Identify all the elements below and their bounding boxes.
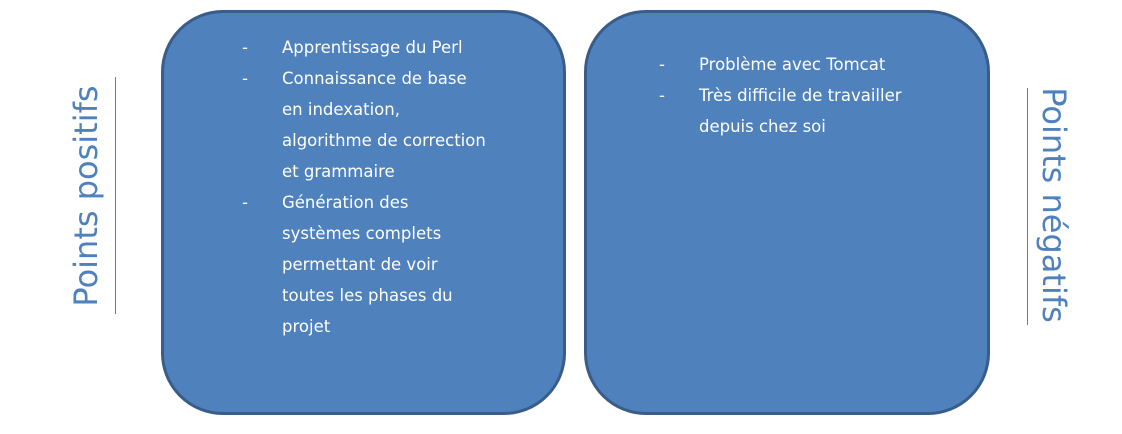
bullet-dash: - (242, 69, 248, 88)
bullet-dash: - (242, 38, 248, 57)
negative-point-text: Problème avec Tomcat (699, 55, 886, 74)
negative-points-list: - Problème avec Tomcat - Très difficile … (659, 49, 949, 142)
positive-point-text: Apprentissage du Perl (282, 38, 463, 57)
negative-points-divider (1027, 88, 1028, 325)
positive-point-text: Connaissance de base en indexation, algo… (282, 69, 486, 181)
positive-points-box: - Apprentissage du Perl - Connaissance d… (161, 10, 566, 415)
bullet-dash: - (659, 55, 665, 74)
negative-point-item: - Très difficile de travailler depuis ch… (659, 80, 949, 142)
positive-point-text: Génération des systèmes complets permett… (282, 193, 453, 336)
positive-points-list: - Apprentissage du Perl - Connaissance d… (242, 32, 492, 342)
negative-points-label: Points négatifs (1035, 87, 1073, 323)
bullet-dash: - (242, 193, 248, 212)
negative-points-box: - Problème avec Tomcat - Très difficile … (584, 10, 990, 415)
positive-point-item: - Apprentissage du Perl (242, 32, 492, 63)
positive-point-item: - Génération des systèmes complets perme… (242, 187, 492, 342)
bullet-dash: - (659, 86, 665, 105)
negative-point-text: Très difficile de travailler depuis chez… (699, 86, 902, 136)
negative-point-item: - Problème avec Tomcat (659, 49, 949, 80)
positive-point-item: - Connaissance de base en indexation, al… (242, 63, 492, 187)
positive-points-divider (115, 77, 116, 314)
positive-points-label: Points positifs (67, 85, 105, 307)
